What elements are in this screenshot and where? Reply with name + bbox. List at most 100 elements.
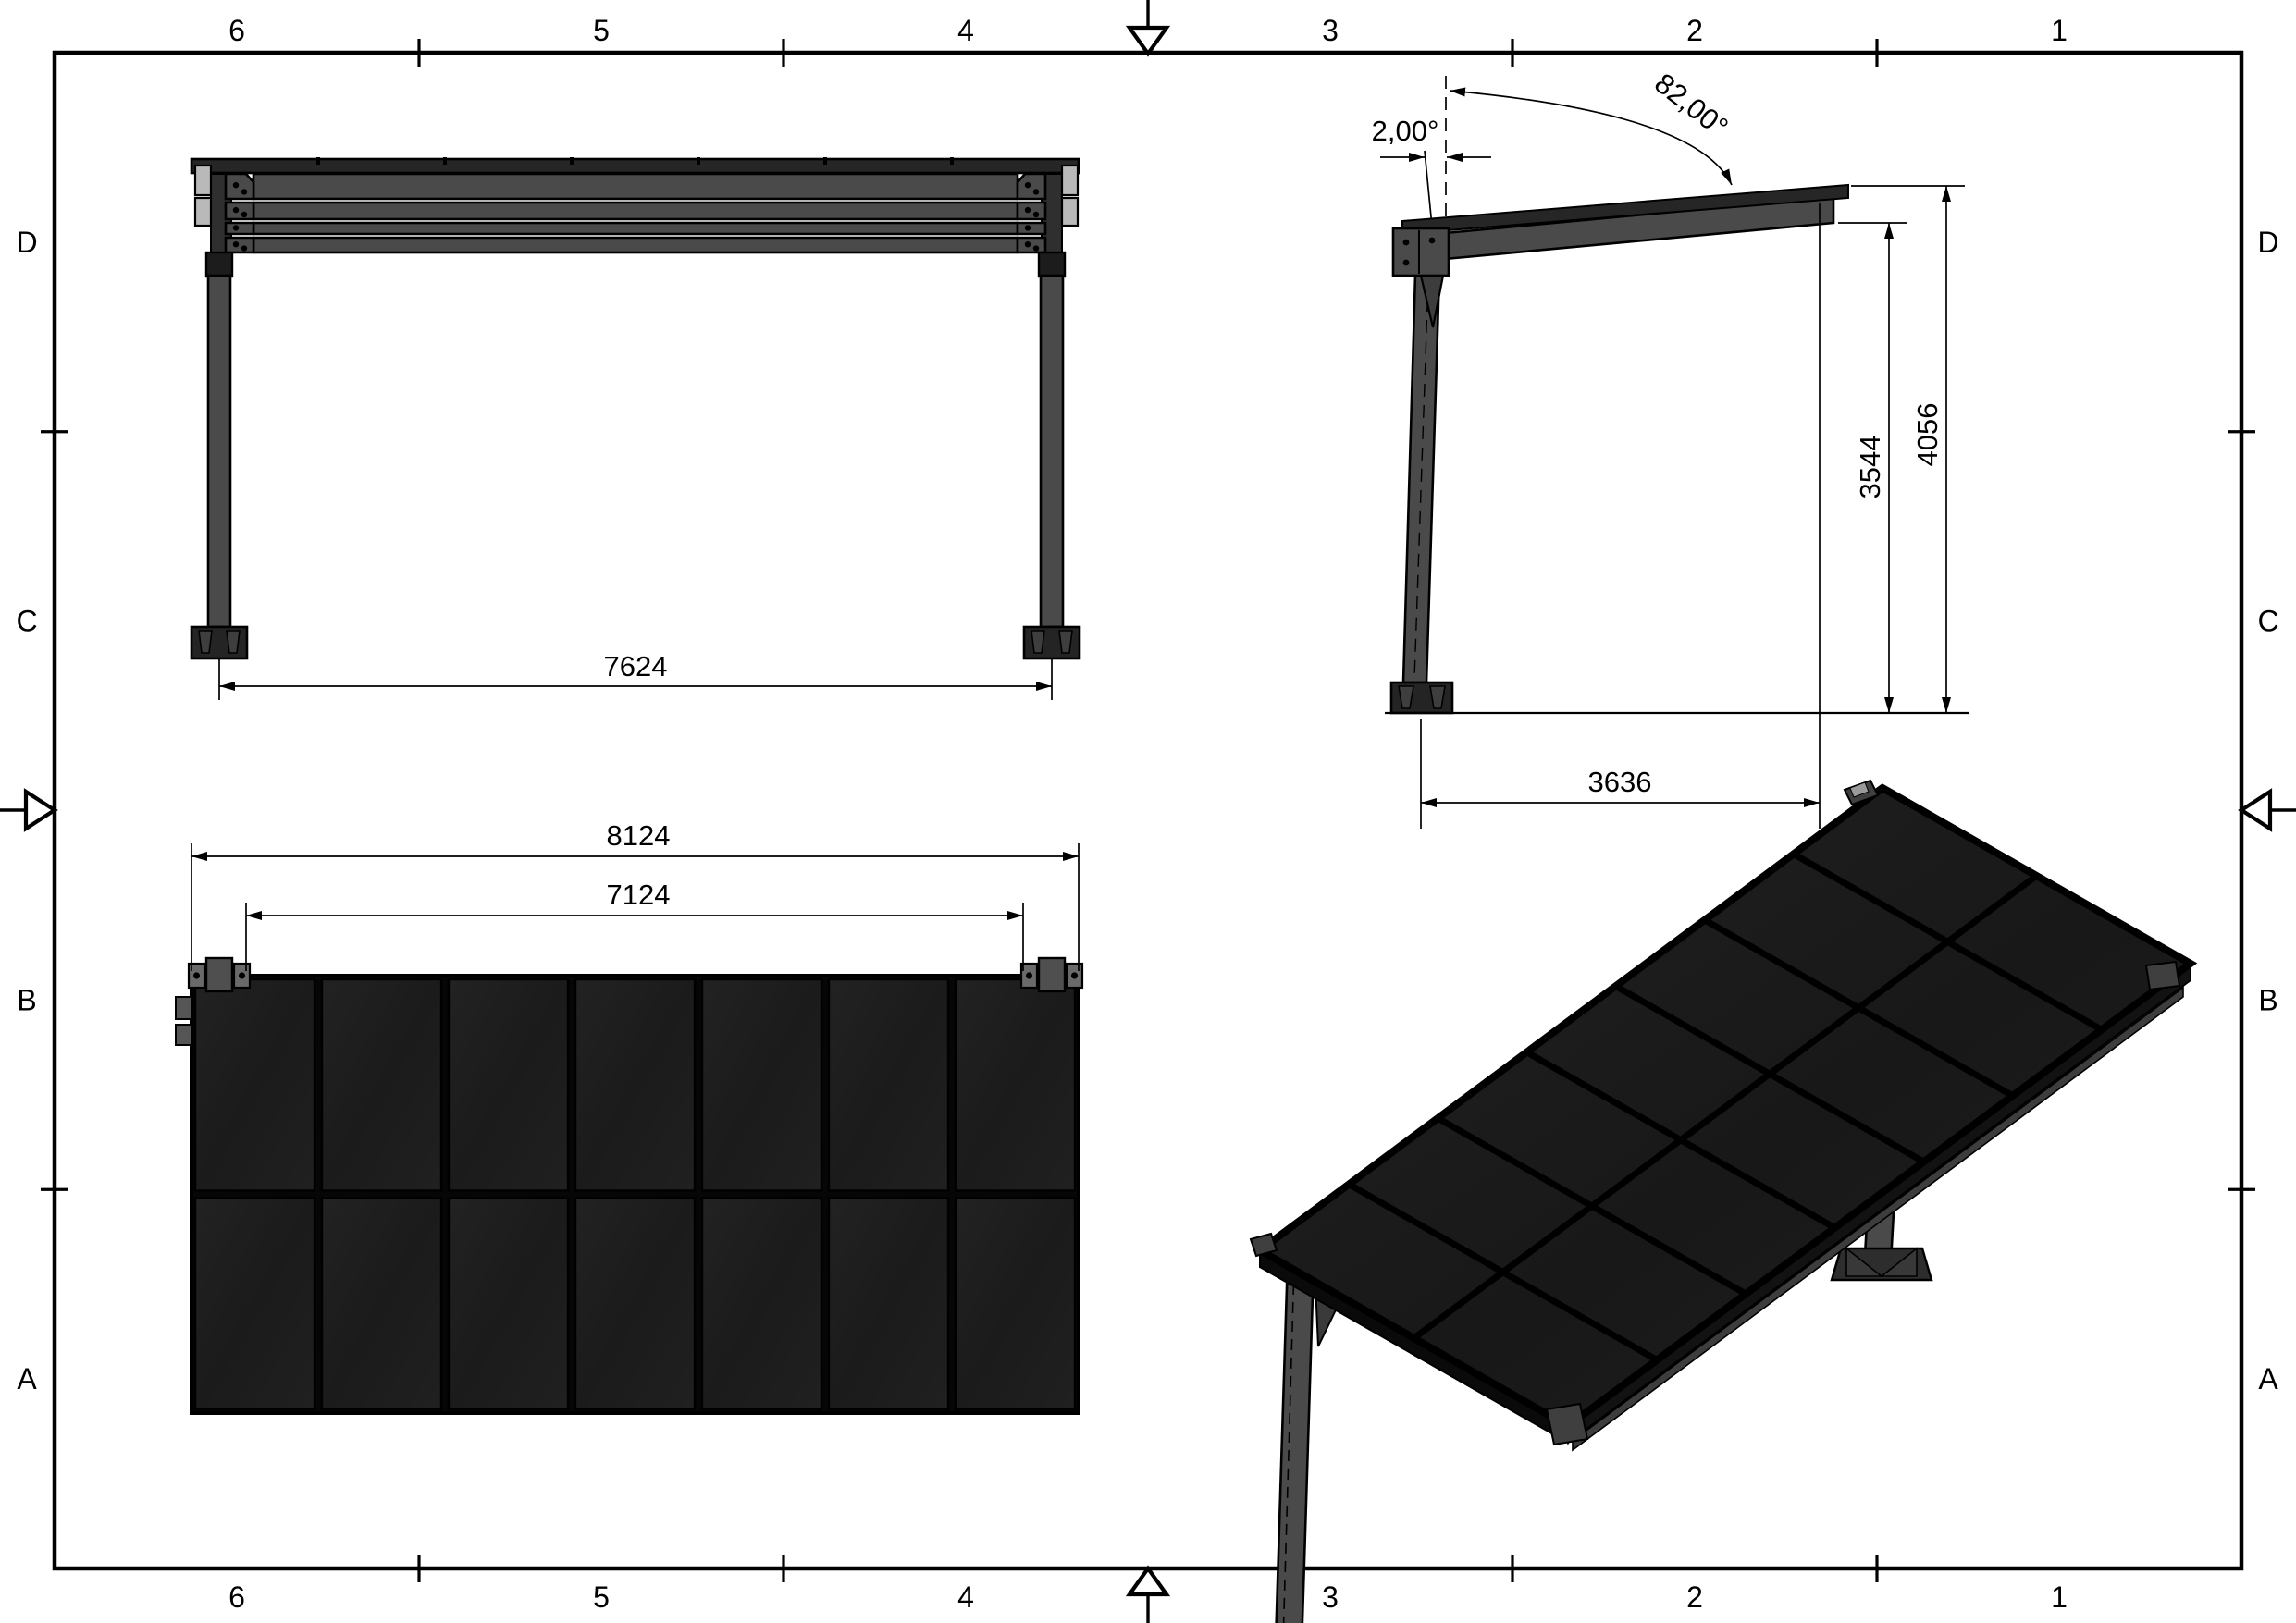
front-purlin-plate — [1016, 236, 1047, 254]
front-purlin-plate — [224, 172, 255, 201]
iso-corner-tab-cap — [1849, 781, 1870, 798]
plan-footing-post — [1037, 956, 1067, 993]
front-purlin — [252, 221, 1019, 236]
front-purlin-plate — [1016, 201, 1047, 221]
front-end-cap — [1060, 164, 1080, 197]
dim-plan-rails: 7124 — [245, 879, 1024, 971]
bolt-dot — [241, 211, 248, 218]
front-panel-joint-tick — [950, 157, 954, 165]
dim-ridge-height-text: 4056 — [1911, 403, 1944, 467]
side-connection-box — [1391, 227, 1450, 277]
front-footing-fin — [226, 630, 241, 654]
post-centerline — [1413, 277, 1429, 680]
center-mark-top — [1125, 0, 1171, 57]
zone-ticks — [41, 39, 2255, 1582]
iso-panel-grid — [1347, 851, 2104, 1363]
zone-col-label-bottom: 4 — [957, 1580, 974, 1614]
center-arrow-right-icon — [23, 788, 58, 832]
zone-col-label-top: 6 — [228, 14, 245, 47]
bolt-dot — [238, 972, 246, 979]
plan-footing-post — [204, 956, 234, 993]
bolt-dot — [1032, 245, 1040, 252]
front-post-connector — [1037, 251, 1067, 278]
zone-col-label-top: 1 — [2051, 14, 2068, 47]
zone-col-label-top: 5 — [593, 14, 610, 47]
zone-row-label-right: D — [2257, 226, 2278, 259]
zone-row-label-right: A — [2258, 1362, 2278, 1396]
dim-side-span: 3636 — [1420, 203, 1821, 829]
front-purlin — [252, 201, 1019, 221]
dim-ridge-height: 4056 — [1851, 185, 1965, 713]
front-panel-slab — [190, 157, 1080, 175]
zone-row-label-right: C — [2257, 605, 2278, 638]
bolt-dot — [1070, 972, 1079, 979]
zone-row-label-left: A — [17, 1362, 37, 1396]
dim-post-angle-text: 2,00° — [1372, 115, 1439, 147]
dim-post-angle: 2,00° — [1372, 115, 1491, 162]
plan-solar-panel — [447, 977, 570, 1192]
plan-rail-tab — [175, 1024, 192, 1046]
front-purlin-plate — [224, 236, 255, 254]
bolt-dot — [1024, 241, 1031, 248]
front-panel-joint-tick — [443, 157, 447, 165]
zone-col-label-top: 2 — [1686, 14, 1703, 47]
front-end-cap — [193, 164, 213, 197]
side-footing — [1389, 681, 1454, 715]
bolt-dot — [192, 972, 201, 979]
plan-solar-panel — [320, 977, 443, 1192]
front-purlin-plate — [1016, 172, 1047, 201]
front-end-cap — [1060, 196, 1080, 227]
bolt-dot — [232, 181, 240, 189]
bolt-dot — [1024, 181, 1031, 189]
front-purlin — [252, 172, 1019, 201]
zone-col-label-top: 3 — [1322, 14, 1339, 47]
bolt-dot — [232, 206, 240, 214]
front-purlin-plate — [1016, 221, 1047, 236]
plan-view: 8124 7124 — [175, 819, 1084, 1415]
bolt-dot — [1025, 972, 1033, 979]
front-panel-joint-tick — [697, 157, 700, 165]
plan-solar-panel — [827, 977, 950, 1192]
dim-eave-height-text: 3544 — [1854, 436, 1886, 499]
front-panel-joint-tick — [570, 157, 574, 165]
zone-row-label-right: B — [2258, 983, 2277, 1016]
center-arrow-down-icon — [1125, 25, 1171, 57]
front-post — [206, 274, 232, 629]
bolt-dot — [232, 241, 240, 248]
dim-front-span: 7624 — [218, 650, 1053, 700]
plan-solar-panel — [447, 1197, 570, 1411]
plan-solar-panel — [574, 1197, 697, 1411]
bolt-dot — [1024, 206, 1031, 214]
zone-col-label-bottom: 1 — [2051, 1580, 2068, 1614]
front-end-cap — [193, 196, 213, 227]
bolt-dot — [241, 245, 248, 252]
iso-corner-tab — [1249, 1232, 1278, 1258]
plan-solar-panel — [954, 977, 1077, 1192]
plan-solar-panel — [193, 1197, 316, 1411]
plan-solar-panel — [320, 1197, 443, 1411]
front-purlin-plate — [224, 221, 255, 236]
plan-solar-panel — [193, 977, 316, 1192]
front-panel-joint-tick — [823, 157, 827, 165]
dim-plan-overall: 8124 — [191, 819, 1080, 971]
center-arrow-left-icon — [2238, 788, 2273, 832]
bolt-dot — [232, 225, 240, 231]
zone-row-label-left: D — [16, 226, 37, 259]
iso-roof-rail — [1572, 986, 2184, 1452]
dim-side-span-text: 3636 — [1588, 766, 1652, 798]
plan-footings — [187, 956, 1084, 993]
zone-col-label-bottom: 2 — [1686, 1580, 1703, 1614]
zone-col-label-bottom: 5 — [593, 1580, 610, 1614]
front-purlin — [252, 236, 1019, 254]
iso-grid-line — [1412, 873, 2039, 1341]
iso-front-bracket — [1545, 1402, 1589, 1446]
front-structure — [190, 157, 1081, 660]
plan-rail-tab — [175, 996, 192, 1020]
plan-solar-panel — [954, 1197, 1077, 1411]
bolt-dot — [1032, 211, 1040, 218]
zone-col-label-bottom: 3 — [1322, 1580, 1339, 1614]
